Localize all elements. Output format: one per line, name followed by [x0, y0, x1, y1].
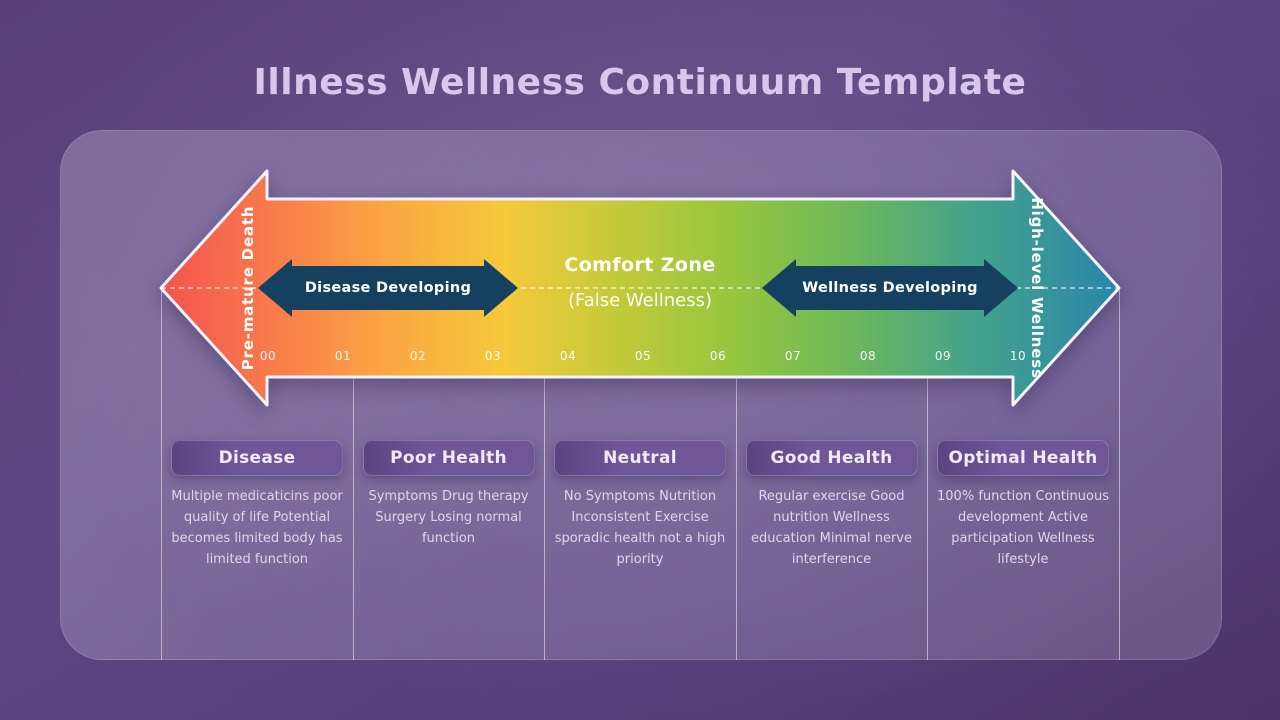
divider-line: [352, 290, 354, 660]
stage-box-label: Neutral: [603, 448, 677, 468]
scale-tick: 03: [484, 349, 502, 363]
disease-developing-arrow: Disease Developing: [258, 259, 518, 317]
stage-box-label: Good Health: [770, 448, 893, 468]
scale-tick: 08: [859, 349, 877, 363]
divider-line: [735, 290, 737, 660]
divider-line: [1119, 290, 1120, 660]
scale-tick: 04: [559, 349, 577, 363]
stage-description-good-health: Regular exercise Good nutrition Wellness…: [751, 489, 912, 567]
stage-box-label: Optimal Health: [948, 448, 1098, 468]
comfort-zone-label: Comfort Zone: [564, 254, 716, 276]
stage-box-label: Disease: [218, 448, 296, 468]
scale-tick: 10: [1009, 349, 1027, 363]
page-title: Illness Wellness Continuum Template: [253, 62, 1027, 103]
stage-box-good-health: Good Health: [745, 440, 918, 476]
premature-death-label: Pre-mature Death: [239, 205, 257, 371]
wellness-developing-label: Wellness Developing: [802, 280, 978, 296]
disease-developing-label: Disease Developing: [304, 280, 472, 296]
high-level-wellness-label: High-level Wellness: [1028, 197, 1046, 379]
scale-tick: 01: [334, 349, 352, 363]
stage-description-poor-health: Symptoms Drug therapy Surgery Losing nor…: [368, 489, 529, 546]
scale-tick: 06: [709, 349, 727, 363]
scale-tick: 05: [634, 349, 652, 363]
scale-tick: 07: [784, 349, 802, 363]
false-wellness-label: (False Wellness): [567, 290, 712, 311]
divider-line: [927, 290, 929, 660]
wellness-developing-arrow: Wellness Developing: [762, 259, 1018, 317]
stage-description-neutral: No Symptoms Nutrition Inconsistent Exerc…: [554, 489, 726, 567]
scale-tick: 02: [409, 349, 427, 363]
divider-line: [544, 290, 546, 660]
divider-line: [161, 290, 162, 660]
continuum-scale: 00 01 02 03 04 05 06 07 08 09 10: [260, 349, 1026, 367]
stage-box-disease: Disease: [171, 440, 343, 476]
stage-box-neutral: Neutral: [554, 440, 726, 476]
scale-tick: 09: [934, 349, 952, 363]
stage-box-label: Poor Health: [390, 448, 507, 468]
stage-description-disease: Multiple medicaticins poor quality of li…: [171, 489, 343, 567]
stage-description-optimal-health: 100% function Continuous development Act…: [937, 489, 1109, 567]
scale-tick: 00: [259, 349, 277, 363]
stage-box-optimal-health: Optimal Health: [937, 440, 1109, 476]
comfort-zone-caption: Comfort Zone (False Wellness): [515, 254, 765, 311]
continuum-arrow: [159, 169, 1121, 407]
stage-box-poor-health: Poor Health: [362, 440, 535, 476]
